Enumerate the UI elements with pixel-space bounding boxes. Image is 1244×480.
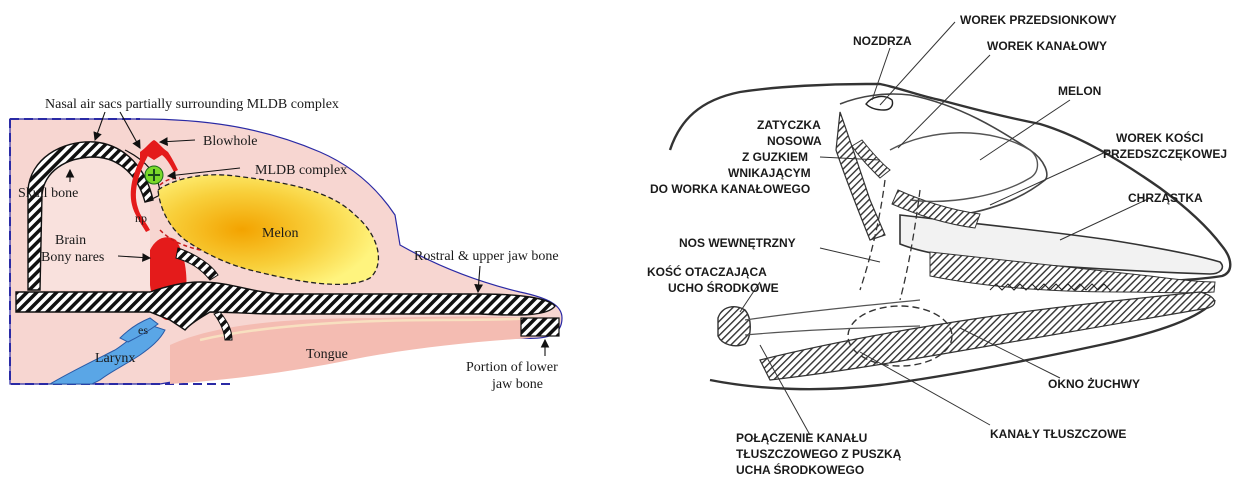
label-worek-kosci-1: WOREK KOŚCI bbox=[1116, 130, 1203, 145]
left-diagram: Nasal air sacs partially surrounding MLD… bbox=[10, 97, 562, 392]
ear-bone bbox=[718, 307, 750, 346]
label-chrzastka: CHRZĄSTKA bbox=[1128, 191, 1203, 205]
label-zatyczka-2: NOSOWA bbox=[767, 134, 822, 148]
label-zatyczka-5: DO WORKA KANAŁOWEGO bbox=[650, 182, 810, 196]
label-polaczenie-1: POŁĄCZENIE KANAŁU bbox=[736, 431, 867, 445]
label-melon: Melon bbox=[262, 226, 299, 241]
label-zatyczka-3: Z GUZKIEM bbox=[742, 150, 808, 164]
label-kosc-2: UCHO ŚRODKOWE bbox=[668, 280, 779, 295]
label-worek-kanalowy: WOREK KANAŁOWY bbox=[987, 39, 1107, 53]
label-lower-jaw-2: jaw bone bbox=[491, 377, 543, 392]
right-diagram: WOREK PRZEDSIONKOWY NOZDRZA WOREK KANAŁO… bbox=[647, 13, 1230, 477]
label-kanaly: KANAŁY TŁUSZCZOWE bbox=[990, 427, 1126, 441]
label-rostral-upper-jaw: Rostral & upper jaw bone bbox=[414, 249, 559, 264]
label-zatyczka-4: WNIKAJĄCYM bbox=[728, 166, 811, 180]
melon-shape bbox=[890, 133, 1038, 202]
label-larynx: Larynx bbox=[95, 351, 135, 366]
label-nasal-air-sacs: Nasal air sacs partially surrounding MLD… bbox=[45, 97, 339, 112]
label-zatyczka-1: ZATYCZKA bbox=[757, 118, 821, 132]
label-kosc-1: KOŚĆ OTACZAJĄCA bbox=[647, 264, 767, 279]
label-lower-jaw-1: Portion of lower bbox=[466, 360, 558, 375]
label-nos-wewnetrzny: NOS WEWNĘTRZNY bbox=[679, 236, 796, 250]
mldb-marker bbox=[145, 166, 163, 184]
label-polaczenie-3: UCHA ŚRODKOWEGO bbox=[736, 462, 864, 477]
label-es: es bbox=[138, 323, 148, 337]
label-brain: Brain bbox=[55, 233, 86, 248]
label-nozdrza: NOZDRZA bbox=[853, 34, 912, 48]
label-polaczenie-2: TŁUSZCZOWEGO Z PUSZKĄ bbox=[736, 447, 902, 461]
nostril bbox=[866, 97, 893, 110]
label-np: np bbox=[135, 211, 147, 225]
label-okno-zuchwy: OKNO ŻUCHWY bbox=[1048, 376, 1140, 391]
label-mldb-complex: MLDB complex bbox=[255, 163, 347, 178]
label-bony-nares: Bony nares bbox=[41, 250, 104, 265]
label-blowhole: Blowhole bbox=[203, 134, 257, 149]
label-tongue: Tongue bbox=[306, 347, 348, 362]
label-worek-przedsionkowy: WOREK PRZEDSIONKOWY bbox=[960, 13, 1117, 27]
label-melon-pl: MELON bbox=[1058, 84, 1101, 98]
lower-jaw-bone bbox=[521, 318, 559, 336]
fat-channels bbox=[745, 300, 920, 335]
label-skull-bone: Skull bone bbox=[18, 186, 78, 201]
label-worek-kosci-2: PRZEDSZCZĘKOWEJ bbox=[1103, 147, 1227, 161]
